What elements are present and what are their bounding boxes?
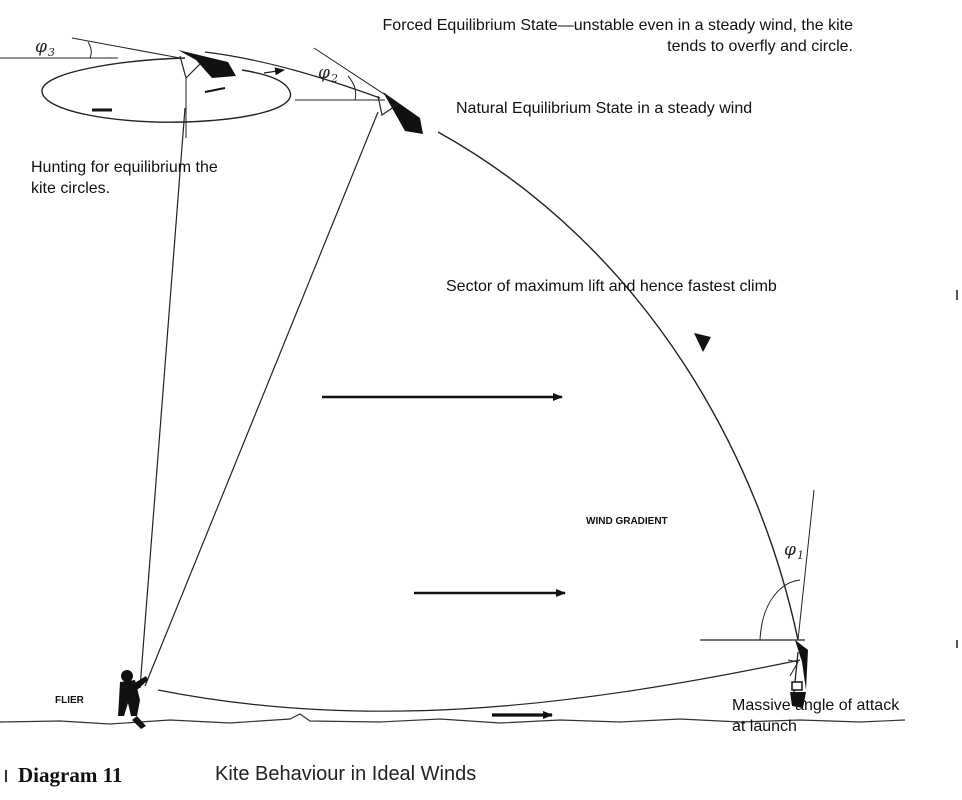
launch-vertical-line (797, 489, 815, 641)
launch-angle-line2: at launch (732, 718, 797, 735)
phi1-subscript: 1 (797, 549, 804, 562)
phi2-arc (347, 75, 357, 101)
forced-equilibrium-label: Forced Equilibrium State—unstable even i… (225, 15, 853, 57)
overfly-arrow (263, 67, 285, 76)
phi1-arc (759, 579, 801, 641)
launch-angle-label: Massive angle of attack at launch (732, 695, 899, 737)
hunting-equilibrium-label: Hunting for equilibrium the kite circles… (31, 157, 218, 199)
natural-equilibrium-label: Natural Equilibrium State in a steady wi… (456, 100, 753, 117)
launch-line (157, 659, 801, 712)
line-to-natural-kite (144, 111, 379, 687)
phi3-arc (87, 41, 92, 59)
forced-equilibrium-line1: Forced Equilibrium State—unstable even i… (382, 17, 853, 34)
flier-label: FLIER (55, 695, 84, 706)
climb-direction-arrow (694, 333, 711, 352)
overfly-path (204, 51, 381, 99)
launch-angle-line1: Massive angle of attack (732, 697, 900, 714)
diagram-number: Diagram 11 (18, 763, 123, 787)
natural-tangent-line (313, 47, 391, 99)
hunting-line1: Hunting for equilibrium the (31, 159, 218, 176)
phi2-symbol: φ (318, 63, 330, 83)
forced-tangent-line (71, 37, 181, 59)
line-to-forced-kite (139, 107, 186, 689)
phi2-subscript: 2 (330, 72, 338, 85)
phi3-subscript: 3 (48, 46, 55, 59)
wind-gradient-label: WIND GRADIENT (586, 516, 668, 527)
launch-kite (787, 640, 808, 708)
forced-equilibrium-line2: tends to overfly and circle. (667, 38, 853, 55)
phi1-symbol: φ (784, 540, 796, 560)
flight-path-arc (437, 131, 799, 641)
loop-arrow-right (204, 87, 226, 93)
natural-equilibrium-kite (377, 92, 423, 134)
diagram-title: Kite Behaviour in Ideal Winds (215, 763, 477, 785)
circling-loop (41, 57, 292, 123)
forced-equilibrium-kite (178, 50, 236, 138)
phi3-symbol: φ (35, 37, 47, 57)
max-lift-sector-label: Sector of maximum lift and hence fastest… (446, 278, 777, 295)
ground-line (0, 713, 906, 725)
flier-figure (118, 670, 148, 729)
hunting-line2: kite circles. (31, 180, 111, 197)
